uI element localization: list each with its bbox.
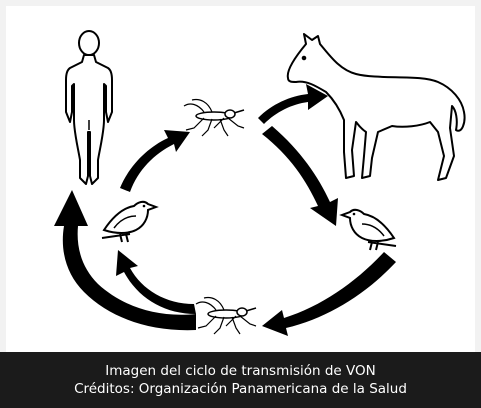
bird-icon: [101, 200, 157, 243]
transmission-cycle-diagram: [54, 30, 466, 336]
arrow-to-horse: [258, 84, 328, 124]
horse-icon: [286, 33, 466, 181]
arrow-to-human: [54, 190, 196, 331]
arrow-to-bottom-mosquito: [262, 252, 396, 336]
cycle-arrows: [54, 84, 396, 336]
arrow-to-left-bird: [116, 250, 196, 314]
mosquito-icon: [183, 98, 245, 137]
human-icon: [65, 30, 113, 185]
caption-bar: Imagen del ciclo de transmisión de VON C…: [0, 352, 481, 408]
mosquito-icon-bottom: [195, 296, 257, 335]
arrow-to-right-bird: [262, 126, 338, 226]
bird-icon-right: [341, 208, 397, 251]
caption-credits: Créditos: Organización Panamericana de l…: [74, 381, 407, 397]
arrow-to-top-mosquito: [120, 130, 190, 192]
caption-title: Imagen del ciclo de transmisión de VON: [105, 363, 376, 379]
